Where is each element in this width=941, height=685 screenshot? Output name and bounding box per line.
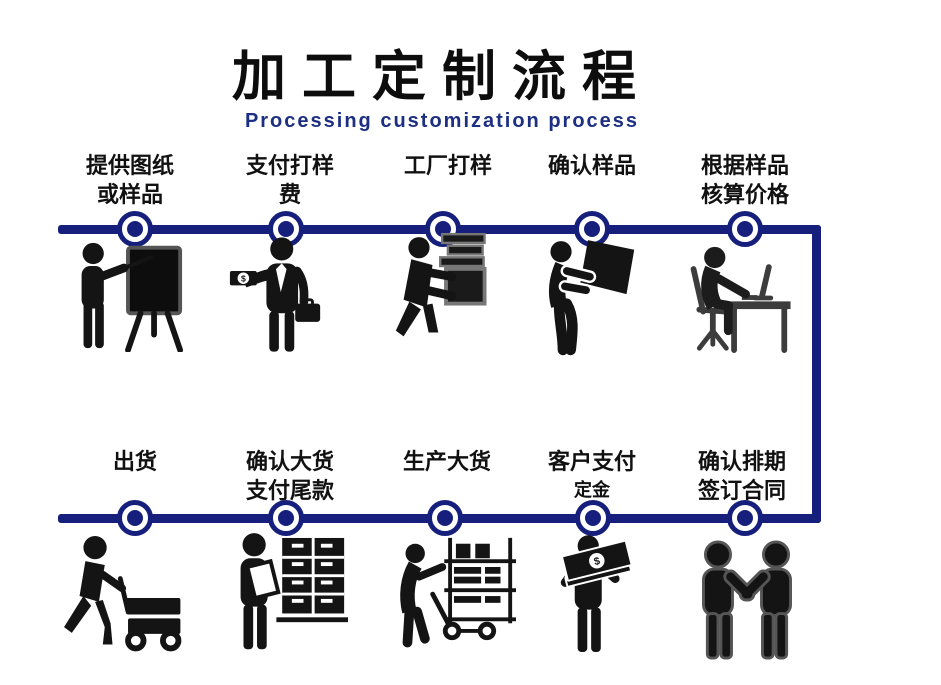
flow-line-right <box>812 225 821 523</box>
step-label-confirm-bulk-pay-balance: 确认大货 支付尾款 <box>205 447 375 505</box>
trolley-shelves-icon <box>400 537 516 648</box>
step-label-confirm-sample: 确认样品 <box>507 151 677 180</box>
flow-node-dot <box>584 221 600 237</box>
step-label-line: 工厂打样 <box>403 153 492 178</box>
flow-node <box>575 500 611 536</box>
flow-node-dot <box>737 221 753 237</box>
flow-node-dot <box>437 510 453 526</box>
step-label-produce-bulk: 生产大货 <box>362 447 532 476</box>
step-label-line: 核算价格 <box>700 182 789 207</box>
step-label-line: 确认排期 <box>697 449 786 474</box>
hold-box-icon <box>548 240 635 356</box>
flow-node-dot <box>737 510 753 526</box>
flow-node-dot <box>585 510 601 526</box>
flow-node-dot <box>127 510 143 526</box>
hold-banknotes-icon: $ <box>560 535 633 653</box>
step-label-line: 定金 <box>574 480 610 500</box>
clipboard-drawers-icon <box>240 533 348 650</box>
flow-node <box>117 500 153 536</box>
step-label-line: 费 <box>278 182 301 207</box>
flow-node <box>727 500 763 536</box>
flow-node-dot <box>278 221 294 237</box>
flow-node <box>117 211 153 247</box>
flow-node <box>268 500 304 536</box>
step-label-factory-sampling: 工厂打样 <box>363 151 533 180</box>
step-label-shipping: 出货 <box>50 447 220 476</box>
flow-node-dot <box>278 510 294 526</box>
step-label-customer-deposit: 客户支付 定金 <box>507 447 677 505</box>
step-label-line: 确认大货 <box>245 449 334 474</box>
step-label-line: 支付打样 <box>245 153 334 178</box>
step-label-line: 签订合同 <box>697 478 786 503</box>
step-label-line: 或样品 <box>96 182 163 207</box>
pay-money-icon: $ <box>229 237 321 352</box>
step-label-calculate-price: 根据样品 核算价格 <box>660 151 830 209</box>
page-subtitle: Processing customization process <box>244 110 640 132</box>
svg-text:$: $ <box>593 555 602 568</box>
step-label-line: 生产大货 <box>402 449 491 474</box>
step-label-pay-sample-fee: 支付打样 费 <box>205 151 375 209</box>
svg-text:$: $ <box>241 274 246 284</box>
page-title: 加工定制流程 <box>232 47 652 107</box>
presenter-board-icon <box>81 242 184 352</box>
step-label-line: 提供图纸 <box>85 153 174 178</box>
handshake-icon <box>702 540 792 660</box>
step-label-line: 根据样品 <box>700 153 789 178</box>
push-cart-icon <box>64 535 182 652</box>
flow-node <box>727 211 763 247</box>
step-label-line: 支付尾款 <box>245 478 334 503</box>
computer-desk-icon <box>690 246 791 354</box>
flow-node-dot <box>127 221 143 237</box>
carry-boxes-icon <box>395 232 487 337</box>
flow-node <box>427 500 463 536</box>
step-label-confirm-schedule-sign-contract: 确认排期 签订合同 <box>657 447 827 505</box>
step-label-line: 客户支付 <box>547 449 636 474</box>
step-label-provide-drawings: 提供图纸 或样品 <box>45 151 215 209</box>
step-label-line: 确认样品 <box>547 153 636 178</box>
step-label-line: 出货 <box>112 449 157 474</box>
